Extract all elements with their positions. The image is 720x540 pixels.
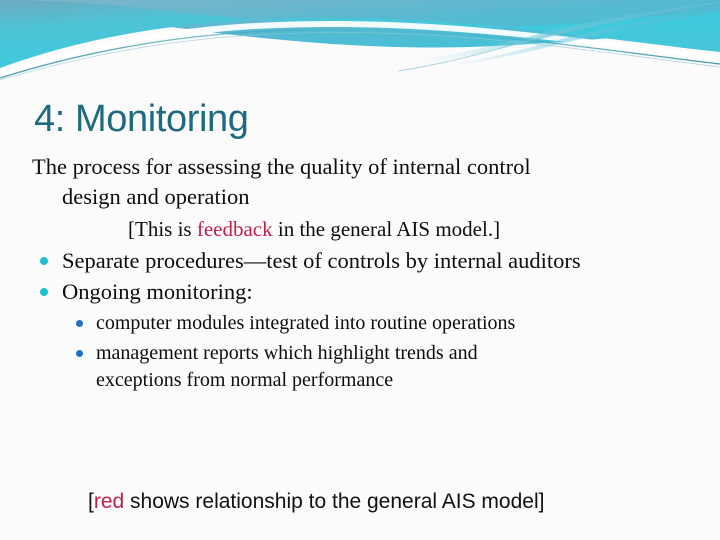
footer-legend: [red shows relationship to the general A…: [88, 489, 544, 515]
feedback-note-suffix: in the general AIS model.]: [272, 217, 501, 242]
lead-paragraph: The process for assessing the quality of…: [32, 152, 692, 211]
subbullet-label: computer modules integrated into routine…: [96, 311, 516, 334]
wave-thin-line-3: [397, 1, 720, 72]
subbullet-dot-icon: [76, 349, 83, 357]
bullet-dot-icon: [40, 256, 48, 265]
footer-suffix: shows relationship to the general AIS mo…: [124, 490, 545, 513]
page-title: 4: Monitoring: [34, 98, 249, 141]
lead-paragraph-line1: The process for assessing the quality of…: [32, 154, 531, 179]
bullet-ongoing-monitoring: Ongoing monitoring:: [32, 277, 692, 307]
slide-body: The process for assessing the quality of…: [32, 152, 692, 394]
subbullet-label-line1: management reports which highlight trend…: [96, 341, 478, 364]
subbullet-computer-modules: computer modules integrated into routine…: [32, 310, 692, 337]
wave-thin-line-1: [0, 28, 720, 79]
feedback-note: [This is feedback in the general AIS mod…: [32, 216, 692, 243]
footer-highlight: red: [93, 490, 125, 513]
subbullet-management-reports: management reports which highlight trend…: [32, 340, 692, 394]
subbullet-dot-icon: [76, 319, 83, 327]
bullet-dot-icon: [40, 287, 48, 296]
bullet-label: Ongoing monitoring:: [62, 278, 253, 304]
wave-ribbon-2: [440, 8, 720, 68]
footer-prefix: [: [88, 490, 94, 513]
wave-main-band: [0, 0, 720, 68]
feedback-note-prefix: [This is: [128, 217, 197, 242]
bullet-label: Separate procedures—test of controls by …: [62, 247, 581, 273]
lead-paragraph-line2: design and operation: [62, 183, 250, 209]
subbullet-label-line2: exceptions from normal performance: [96, 368, 394, 391]
header-wave-graphic: [0, 0, 720, 82]
wave-thin-line-2: [0, 32, 720, 81]
wave-ribbon-1: [420, 0, 720, 64]
bullet-separate-procedures: Separate procedures—test of controls by …: [32, 246, 692, 276]
header-wave-banner: [0, 0, 720, 82]
feedback-note-highlight: feedback: [196, 217, 273, 242]
